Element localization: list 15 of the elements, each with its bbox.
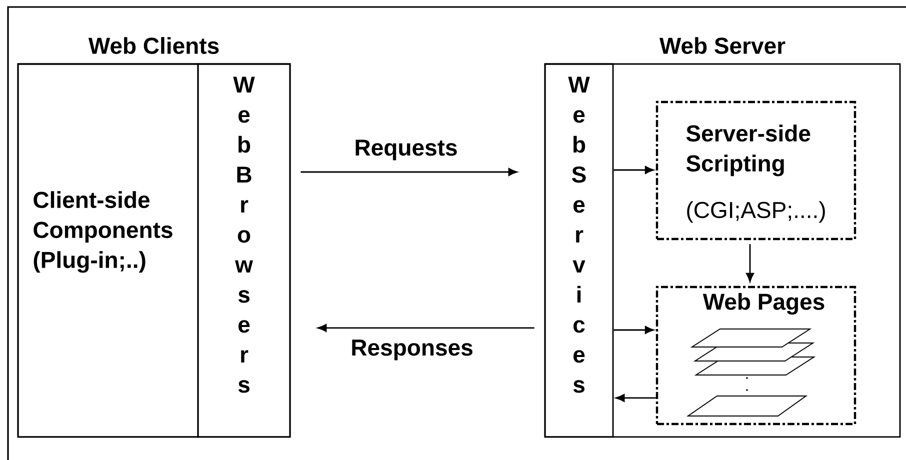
edge-label: Responses xyxy=(350,338,474,362)
arrow xyxy=(318,324,534,332)
edge-label: Requests xyxy=(353,138,459,162)
vertical-label-cell: Web Services xyxy=(544,63,614,438)
panel-heading: Web Clients xyxy=(88,37,219,54)
arrow xyxy=(300,168,518,176)
component-cell: Client-side Components (Plug-in;..) xyxy=(17,63,199,438)
panel-heading: Web Server xyxy=(659,37,786,54)
arrow xyxy=(614,166,654,174)
arrow xyxy=(614,326,654,334)
dashed-box: Server-side Scripting (CGI;ASP;....) xyxy=(656,100,856,240)
vertical-label-cell: Web Browsers xyxy=(197,63,291,438)
arrow xyxy=(616,394,656,402)
arrow xyxy=(746,244,754,282)
dashed-box: Web Pages xyxy=(656,286,856,426)
